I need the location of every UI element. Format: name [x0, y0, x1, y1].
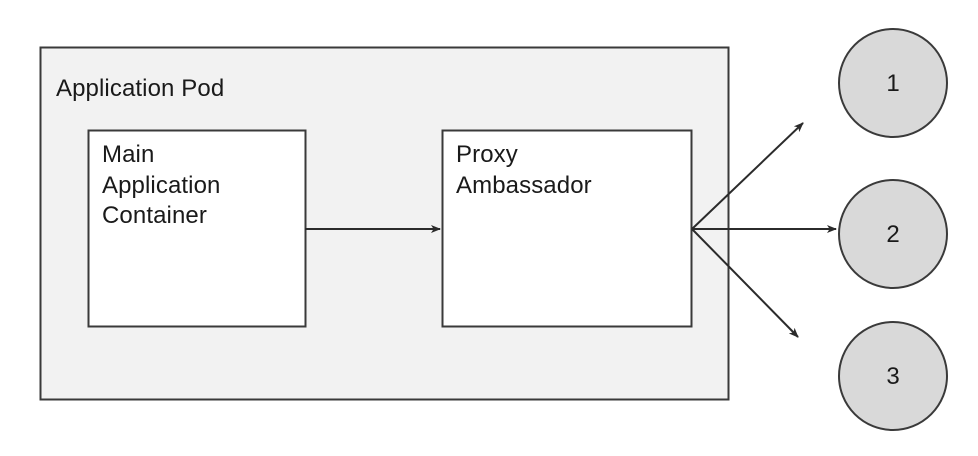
connector-proxy-to-endpoint-1	[691, 122, 804, 230]
main-application-container-label: Main Application Container	[102, 141, 221, 230]
endpoint-label-1: 1	[886, 70, 900, 97]
main-application-container-box[interactable]	[87, 129, 307, 328]
endpoint-circle-2[interactable]	[838, 179, 948, 289]
endpoint-label-3: 3	[886, 363, 900, 390]
proxy-ambassador-box[interactable]	[441, 129, 693, 328]
application-pod-label: Application Pod	[56, 75, 225, 102]
endpoint-circle-1[interactable]	[838, 28, 948, 138]
endpoint-circle-3[interactable]	[838, 321, 948, 431]
proxy-ambassador-label: Proxy Ambassador	[456, 141, 592, 199]
endpoint-label-2: 2	[886, 221, 900, 248]
connector-proxy-to-endpoint-3	[691, 228, 799, 338]
